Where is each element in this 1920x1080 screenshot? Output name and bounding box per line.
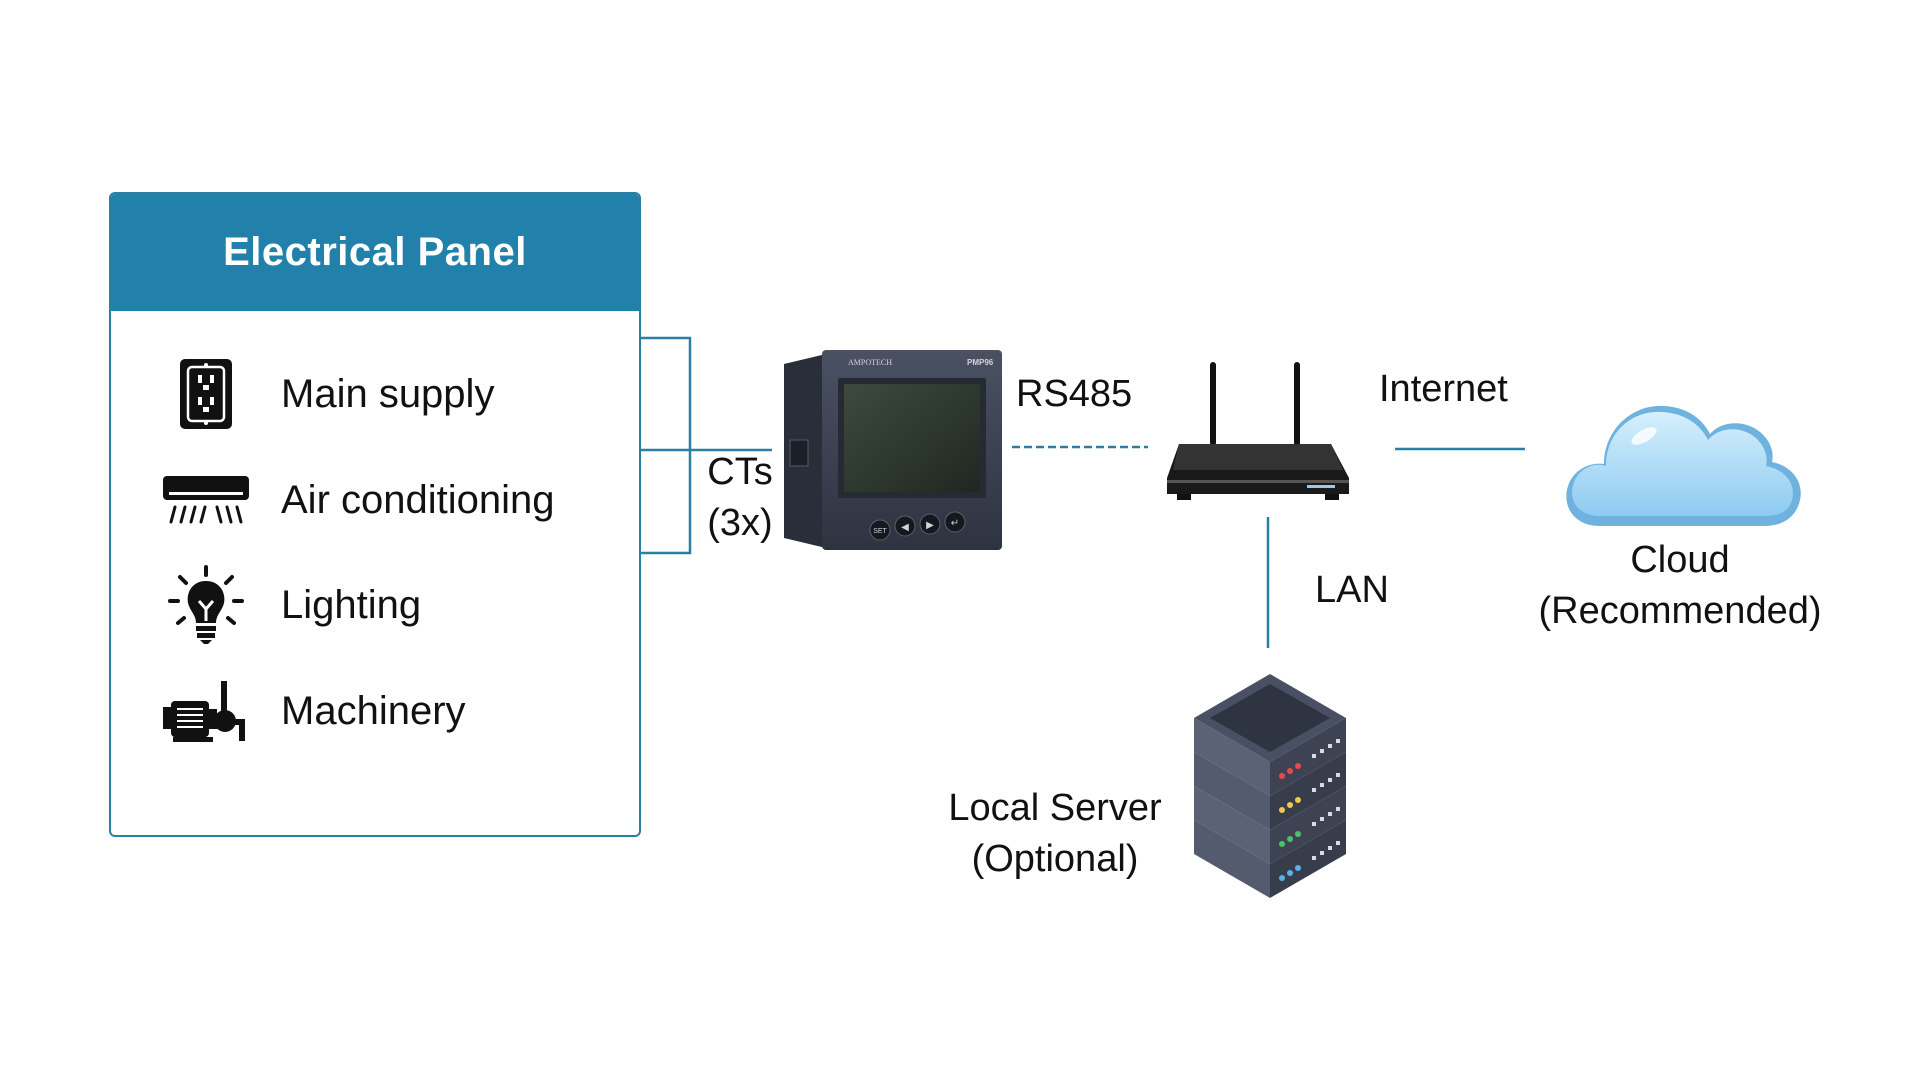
cloud-label-line1: Cloud bbox=[1630, 539, 1730, 581]
cloud-icon bbox=[1560, 374, 1808, 534]
electrical-outlet-icon bbox=[161, 354, 251, 434]
cloud-label: Cloud (Recommended) bbox=[1510, 535, 1850, 638]
load-item-air-conditioning: Air conditioning bbox=[161, 460, 555, 540]
svg-text:SET: SET bbox=[873, 528, 887, 535]
meter-brand: AMPOTECH bbox=[848, 358, 892, 367]
panel-title: Electrical Panel bbox=[111, 194, 639, 311]
cloud-label-line2: (Recommended) bbox=[1538, 590, 1822, 633]
cts-label-line1: CTs bbox=[707, 451, 773, 493]
lan-label: LAN bbox=[1315, 569, 1389, 611]
electrical-panel: Electrical Panel Main supply bbox=[109, 192, 641, 837]
motor-pump-icon bbox=[161, 671, 251, 751]
server-rack-icon bbox=[1190, 674, 1350, 904]
internet-label: Internet bbox=[1379, 368, 1508, 410]
load-label-lighting: Lighting bbox=[281, 582, 422, 627]
svg-text:◀: ◀ bbox=[901, 522, 909, 533]
router-icon bbox=[1165, 358, 1355, 508]
svg-text:↵: ↵ bbox=[951, 518, 959, 529]
load-item-main-supply: Main supply bbox=[161, 354, 494, 434]
rs485-label: RS485 bbox=[1016, 373, 1133, 415]
meter-button-set: SET bbox=[869, 519, 891, 541]
load-label-main-supply: Main supply bbox=[281, 371, 495, 416]
load-item-lighting: Lighting bbox=[161, 565, 421, 645]
load-label-air-conditioning: Air conditioning bbox=[281, 477, 555, 522]
meter-button-left: ◀ bbox=[894, 515, 916, 537]
cts-label: CTs (3x) bbox=[700, 447, 780, 550]
cts-label-line2: (3x) bbox=[707, 502, 773, 545]
load-item-machinery: Machinery bbox=[161, 671, 466, 751]
power-meter: AMPOTECH PMP96 SET ◀ ▶ ↵ bbox=[782, 348, 1004, 553]
meter-model: PMP96 bbox=[967, 358, 994, 367]
ct-line-1 bbox=[641, 336, 692, 450]
light-bulb-icon bbox=[161, 565, 251, 645]
load-label-machinery: Machinery bbox=[281, 688, 466, 733]
server-label-line2: (Optional) bbox=[971, 838, 1139, 881]
meter-button-enter: ↵ bbox=[944, 511, 966, 533]
meter-button-right: ▶ bbox=[919, 513, 941, 535]
server-label: Local Server (Optional) bbox=[920, 783, 1190, 886]
server-label-line1: Local Server bbox=[948, 787, 1162, 829]
svg-text:▶: ▶ bbox=[926, 520, 934, 531]
ct-line-3 bbox=[641, 450, 692, 555]
air-conditioner-icon bbox=[161, 460, 251, 540]
